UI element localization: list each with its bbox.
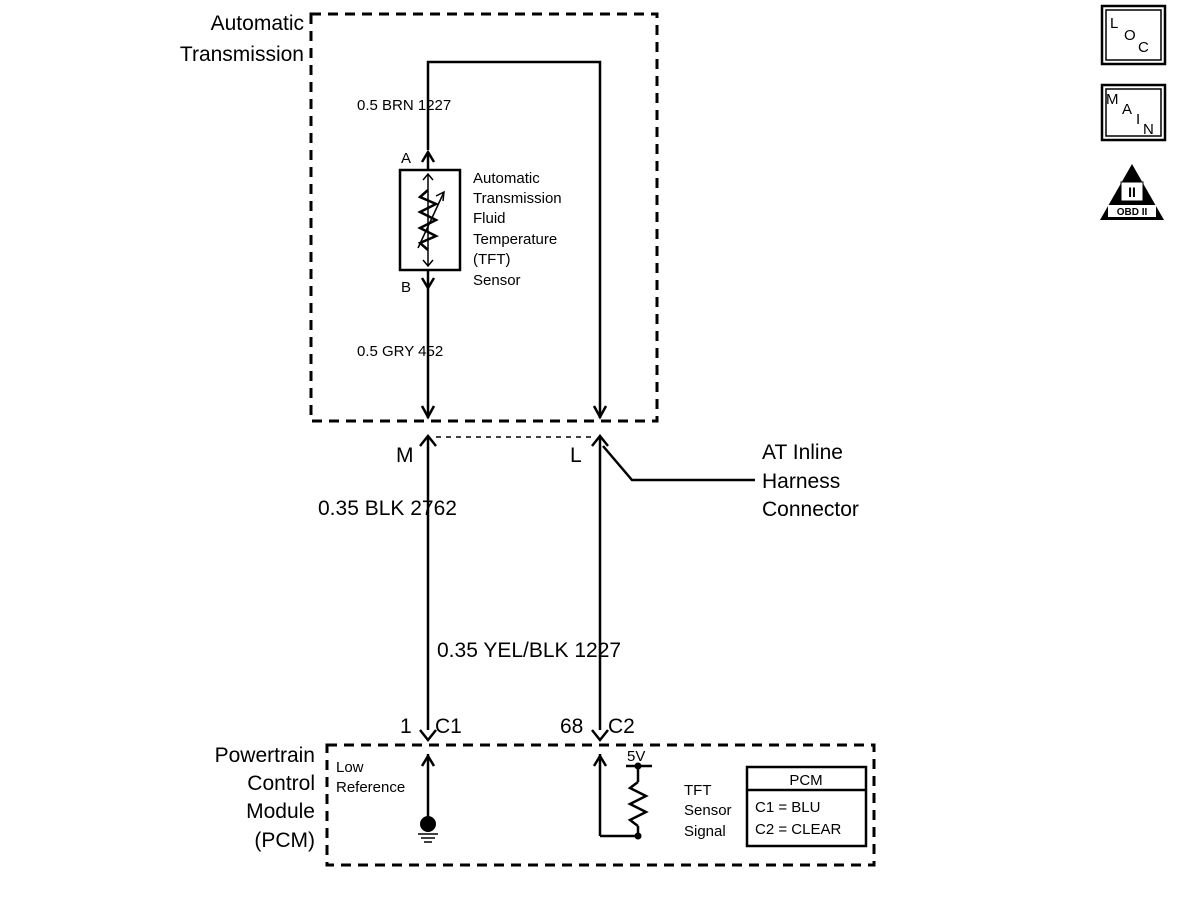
signal-label-2: Sensor — [684, 802, 732, 819]
wire-bottom-label: 0.5 GRY 452 — [357, 343, 443, 360]
transmission-title-2: Transmission — [180, 43, 304, 66]
pcm-legend-box — [745, 765, 868, 848]
sensor-label-5: (TFT) — [473, 251, 510, 268]
sensor-label-6: Sensor — [473, 272, 521, 289]
obd-ii-label: OBD II — [1117, 207, 1148, 218]
pcm-pin-c1-icon — [419, 729, 437, 743]
pcm-title-2: Control — [247, 772, 315, 795]
arrow-m-icon — [420, 405, 436, 420]
harness-leader-line — [602, 445, 755, 482]
main-icon[interactable]: M A I N — [1100, 83, 1167, 142]
harness-label-2: Harness — [762, 470, 840, 493]
signal-arrow-icon — [592, 753, 608, 767]
loc-icon-o: O — [1124, 27, 1136, 44]
harness-label-1: AT Inline — [762, 441, 843, 464]
sensor-label-4: Temperature — [473, 231, 557, 248]
signal-label-3: Signal — [684, 823, 726, 840]
signal-label-1: TFT — [684, 782, 712, 799]
main-icon-i: I — [1136, 111, 1140, 128]
sensor-label-1: Automatic — [473, 170, 540, 187]
main-icon-n: N — [1143, 121, 1154, 138]
harness-label-3: Connector — [762, 498, 859, 521]
low-ref-arrow-icon — [420, 753, 436, 767]
low-ref-label-1: Low — [336, 759, 364, 776]
thermistor-arrowhead-icon — [435, 190, 445, 202]
pin-b-label: B — [401, 279, 411, 296]
tft-sensor-box — [398, 168, 462, 272]
pullup-resistor-icon — [627, 781, 649, 827]
wire-1227-internal — [426, 60, 602, 418]
obd-ii-numeral: II — [1128, 184, 1136, 200]
sensor-label-2: Transmission — [473, 190, 562, 207]
transmission-title-1: Automatic — [211, 12, 304, 35]
connector-m-icon — [419, 433, 437, 447]
wire-right-label: 0.35 YEL/BLK 1227 — [437, 639, 621, 662]
pcm-legend-title: PCM — [789, 772, 822, 789]
pin-1-label: 1 — [400, 715, 412, 738]
obd-ii-icon[interactable]: II OBD II — [1100, 164, 1164, 220]
pin-m-label: M — [396, 444, 414, 467]
pcm-legend-c2: C2 = CLEAR — [755, 821, 841, 838]
transmission-boundary — [309, 12, 659, 423]
loc-icon-l: L — [1110, 15, 1118, 32]
voltage-label: 5V — [627, 748, 645, 765]
pcm-title-4: (PCM) — [254, 829, 315, 852]
voltage-node-icon — [634, 762, 642, 770]
pcm-boundary — [325, 743, 876, 867]
pcm-legend-c1: C1 = BLU — [755, 799, 820, 816]
sensor-label-3: Fluid — [473, 210, 506, 227]
main-icon-m: M — [1106, 91, 1119, 108]
wire-top-label: 0.5 BRN 1227 — [357, 97, 451, 114]
pin-l-label: L — [570, 444, 582, 467]
thermistor-variable-arrow — [417, 191, 445, 249]
ground-node-icon — [420, 816, 436, 832]
wire-left-label: 0.35 BLK 2762 — [318, 497, 457, 520]
low-ref-label-2: Reference — [336, 779, 405, 796]
sensor-arrow-down-icon — [422, 259, 434, 268]
conn-c1-label: C1 — [435, 715, 462, 738]
sensor-arrow-up-icon — [422, 172, 434, 181]
conn-c2-label: C2 — [608, 715, 635, 738]
arrow-l-icon — [592, 405, 608, 420]
pcm-title-3: Module — [246, 800, 315, 823]
thermistor-resistor-icon — [417, 189, 439, 251]
connector-l-icon — [591, 433, 609, 447]
main-icon-a: A — [1122, 101, 1132, 118]
pin-a-label: A — [401, 150, 411, 167]
loc-icon-c: C — [1138, 39, 1149, 56]
pin-68-label: 68 — [560, 715, 583, 738]
loc-icon[interactable]: L O C — [1100, 4, 1167, 66]
pcm-title-1: Powertrain — [215, 744, 315, 767]
pcm-pin-c2-icon — [591, 729, 609, 743]
